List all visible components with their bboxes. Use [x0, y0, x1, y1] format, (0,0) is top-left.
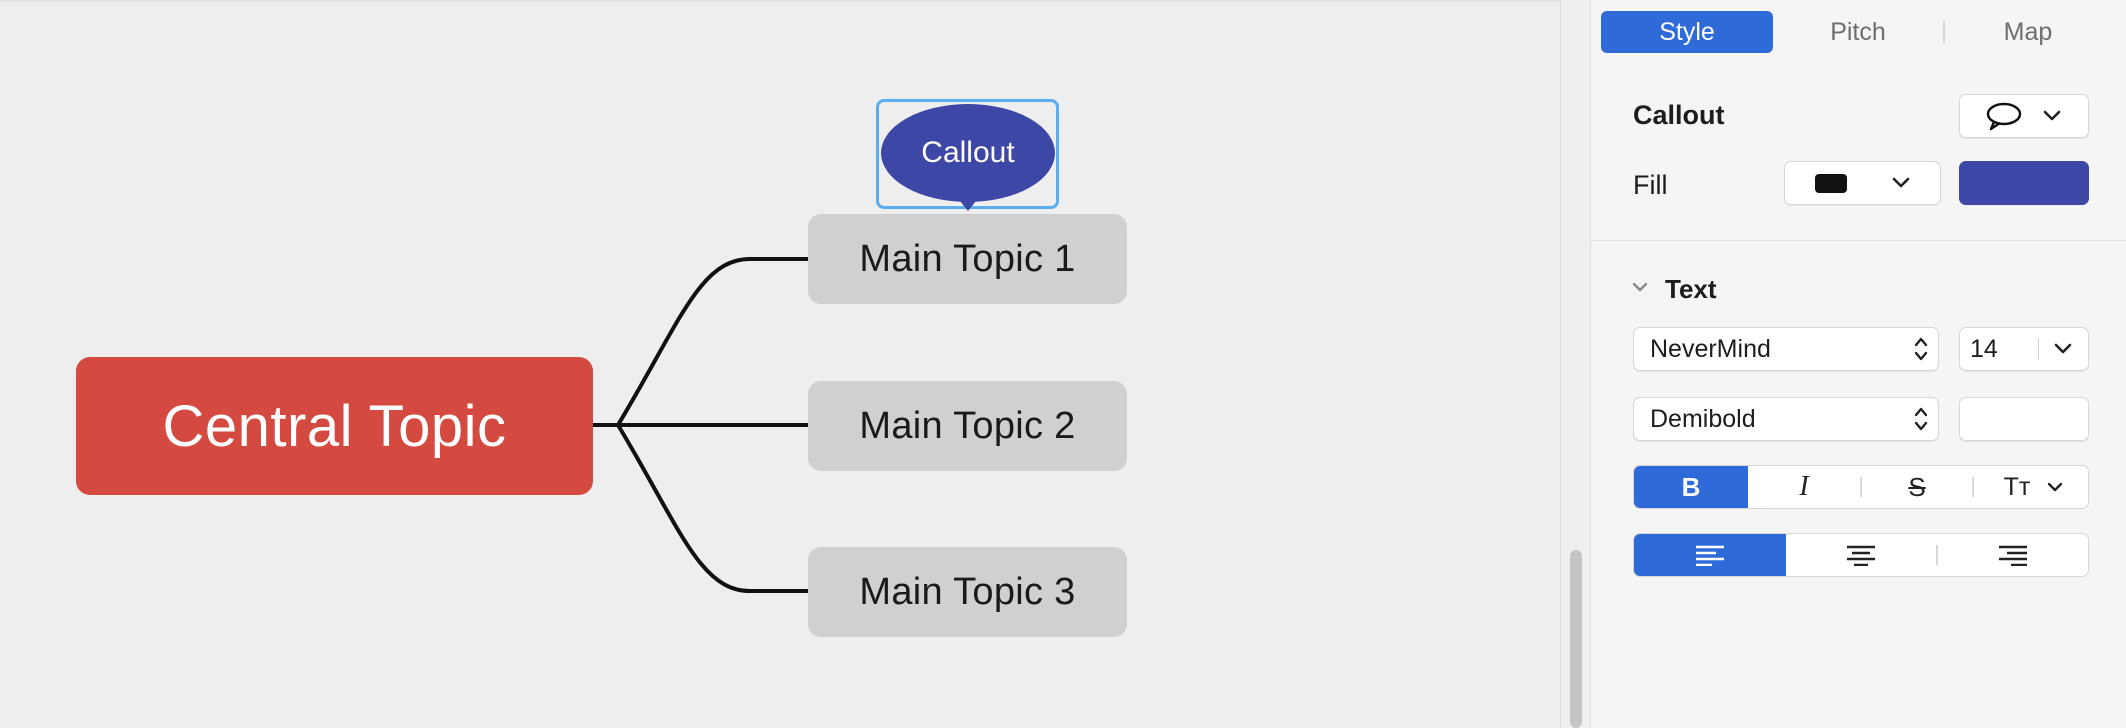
segment-separator: [1972, 477, 1974, 497]
fill-pattern-dropdown[interactable]: [1784, 161, 1941, 205]
font-weight-select[interactable]: Demibold: [1633, 397, 1939, 441]
italic-icon: I: [1799, 471, 1809, 502]
callout-pointer: [960, 201, 976, 211]
text-section-title: Text: [1665, 274, 1717, 304]
tab-pitch[interactable]: Pitch: [1830, 17, 1886, 46]
fill-color-swatch[interactable]: [1959, 161, 2089, 205]
italic-button[interactable]: I: [1748, 466, 1860, 508]
strikethrough-button[interactable]: S: [1862, 466, 1972, 508]
main-topic-2[interactable]: Main Topic 2: [808, 381, 1127, 471]
chevron-down-icon: [2043, 110, 2061, 121]
align-right-button[interactable]: [1938, 534, 2088, 576]
font-weight-value: Demibold: [1650, 404, 1756, 433]
main-topic-1[interactable]: Main Topic 1: [808, 214, 1127, 304]
font-size-combobox[interactable]: 14: [1959, 327, 2089, 371]
callout-label: Callout: [1633, 100, 1725, 130]
segment-separator: [1860, 477, 1862, 497]
central-topic[interactable]: Central Topic: [76, 357, 593, 495]
align-center-button[interactable]: [1786, 534, 1936, 576]
text-align-segmented-control: [1633, 533, 2089, 577]
chevron-down-icon: [1892, 177, 1910, 188]
bold-button[interactable]: B: [1634, 466, 1748, 508]
canvas-vertical-scrollbar[interactable]: [1560, 0, 1590, 728]
align-right-icon: [1999, 545, 2027, 566]
tab-map[interactable]: Map: [2003, 17, 2053, 46]
scrollbar-thumb[interactable]: [1570, 550, 1582, 728]
align-center-icon: [1847, 545, 1875, 566]
fill-label: Fill: [1633, 170, 1668, 200]
updown-chevron-icon: [1904, 334, 1938, 364]
text-style-segmented-control: B I S Tт: [1633, 465, 2089, 509]
bold-icon: B: [1681, 471, 1701, 502]
solid-fill-swatch-icon: [1815, 173, 1847, 193]
section-collapse-chevron-icon[interactable]: [1631, 281, 1649, 295]
combobox-separator: [2038, 338, 2039, 360]
format-panel: Style Pitch Map Callout Fill Text NeverM…: [1590, 0, 2126, 728]
callout-shape-dropdown[interactable]: [1959, 94, 2089, 138]
callout-bubble[interactable]: Callout: [881, 104, 1055, 202]
main-topic-3[interactable]: Main Topic 3: [808, 547, 1127, 637]
align-left-button[interactable]: [1634, 534, 1786, 576]
segment-separator: [1936, 545, 1938, 565]
updown-chevron-icon: [1904, 404, 1938, 434]
branch-connectors: [593, 257, 808, 593]
panel-divider: [1591, 240, 2126, 241]
speech-bubble-icon: [1986, 102, 2022, 131]
font-family-select[interactable]: NeverMind: [1633, 327, 1939, 371]
font-family-value: NeverMind: [1650, 334, 1771, 363]
tab-style[interactable]: Style: [1601, 11, 1773, 53]
align-left-icon: [1696, 545, 1724, 566]
text-color-swatch[interactable]: [1959, 397, 2089, 441]
tab-separator: [1943, 21, 1945, 43]
strikethrough-icon: S: [1908, 471, 1926, 502]
font-size-value[interactable]: 14: [1970, 334, 1998, 363]
mind-map-canvas[interactable]: Central Topic Main Topic 1 Main Topic 2 …: [0, 0, 1560, 728]
text-case-icon: Tт: [2003, 472, 2031, 501]
chevron-down-icon[interactable]: [2053, 342, 2073, 356]
panel-tabs: Style Pitch Map: [1601, 11, 2111, 53]
chevron-down-icon: [2048, 482, 2063, 492]
text-case-button[interactable]: Tт: [1974, 466, 2086, 508]
